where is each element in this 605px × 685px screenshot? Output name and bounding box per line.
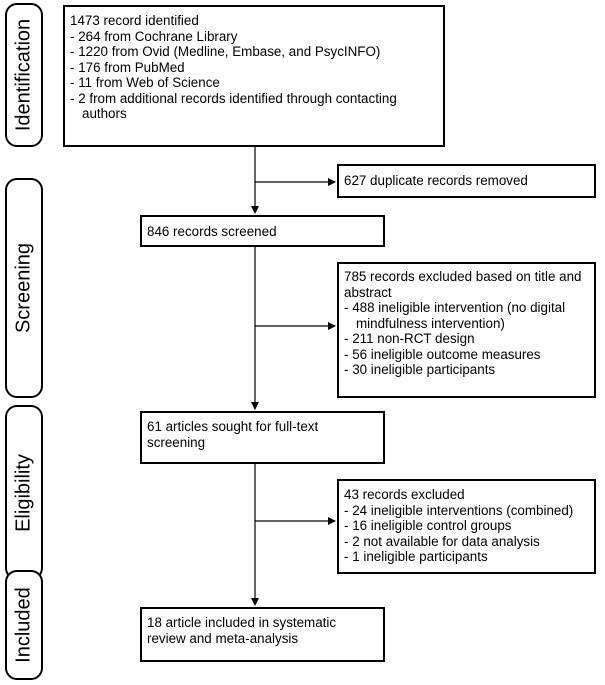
duplicates-box: 627 duplicate records removed	[337, 164, 596, 198]
excluded-full-box: 43 records excluded 24 ineligible interv…	[337, 479, 596, 574]
identification-item: 1220 from Ovid (Medline, Embase, and Psy…	[70, 44, 438, 60]
stage-label-identification: Identification	[5, 3, 43, 147]
identification-box: 1473 record identified 264 from Cochrane…	[63, 5, 445, 147]
excluded-title-item: 30 ineligible participants	[344, 362, 589, 378]
excluded-full-item: 16 ineligible control groups	[344, 518, 589, 534]
identification-header: 1473 record identified	[70, 13, 199, 28]
fulltext-text-continued: screening	[147, 434, 206, 450]
included-box: 18 article included in systematic review…	[140, 607, 385, 662]
stage-label-eligibility-text: Eligibility	[12, 453, 35, 532]
excluded-title-item: 56 ineligible outcome measures	[344, 347, 589, 363]
stage-label-included-text: Included	[12, 587, 35, 663]
excluded-full-header: 43 records excluded	[344, 487, 465, 502]
included-text-continued: review and meta-analysis	[147, 630, 299, 646]
excluded-title-box: 785 records excluded based on title and …	[337, 262, 596, 398]
duplicates-text: 627 duplicate records removed	[344, 173, 528, 188]
stage-label-eligibility: Eligibility	[5, 405, 43, 580]
excluded-title-header: 785 records excluded based on title and	[344, 269, 582, 284]
identification-item-continued: authors	[82, 106, 127, 121]
fulltext-box: 61 articles sought for full-text screeni…	[140, 411, 385, 464]
excluded-title-item-continued: mindfulness intervention)	[356, 315, 505, 331]
identification-item: 176 from PubMed	[70, 60, 438, 76]
fulltext-text: 61 articles sought for full-text	[147, 419, 319, 434]
excluded-title-item: 488 ineligible intervention (no digital	[344, 300, 589, 316]
screened-text: 846 records screened	[147, 224, 277, 239]
identification-item: 264 from Cochrane Library	[70, 29, 438, 45]
excluded-full-item: 24 ineligible interventions (combined)	[344, 503, 589, 519]
stage-label-screening-text: Screening	[12, 242, 35, 334]
identification-item: 11 from Web of Science	[70, 75, 438, 91]
identification-item: 2 from additional records identified thr…	[70, 91, 438, 107]
excluded-full-item: 2 not available for data analysis	[344, 534, 589, 550]
excluded-title-header-continued: abstract	[344, 284, 392, 300]
excluded-title-item: 211 non-RCT design	[344, 331, 589, 347]
stage-label-identification-text: Identification	[12, 18, 35, 132]
included-text: 18 article included in systematic	[147, 615, 337, 630]
screened-box: 846 records screened	[140, 215, 385, 247]
stage-label-included: Included	[5, 570, 43, 680]
excluded-full-item: 1 ineligible participants	[344, 549, 589, 565]
stage-label-screening: Screening	[5, 178, 43, 398]
